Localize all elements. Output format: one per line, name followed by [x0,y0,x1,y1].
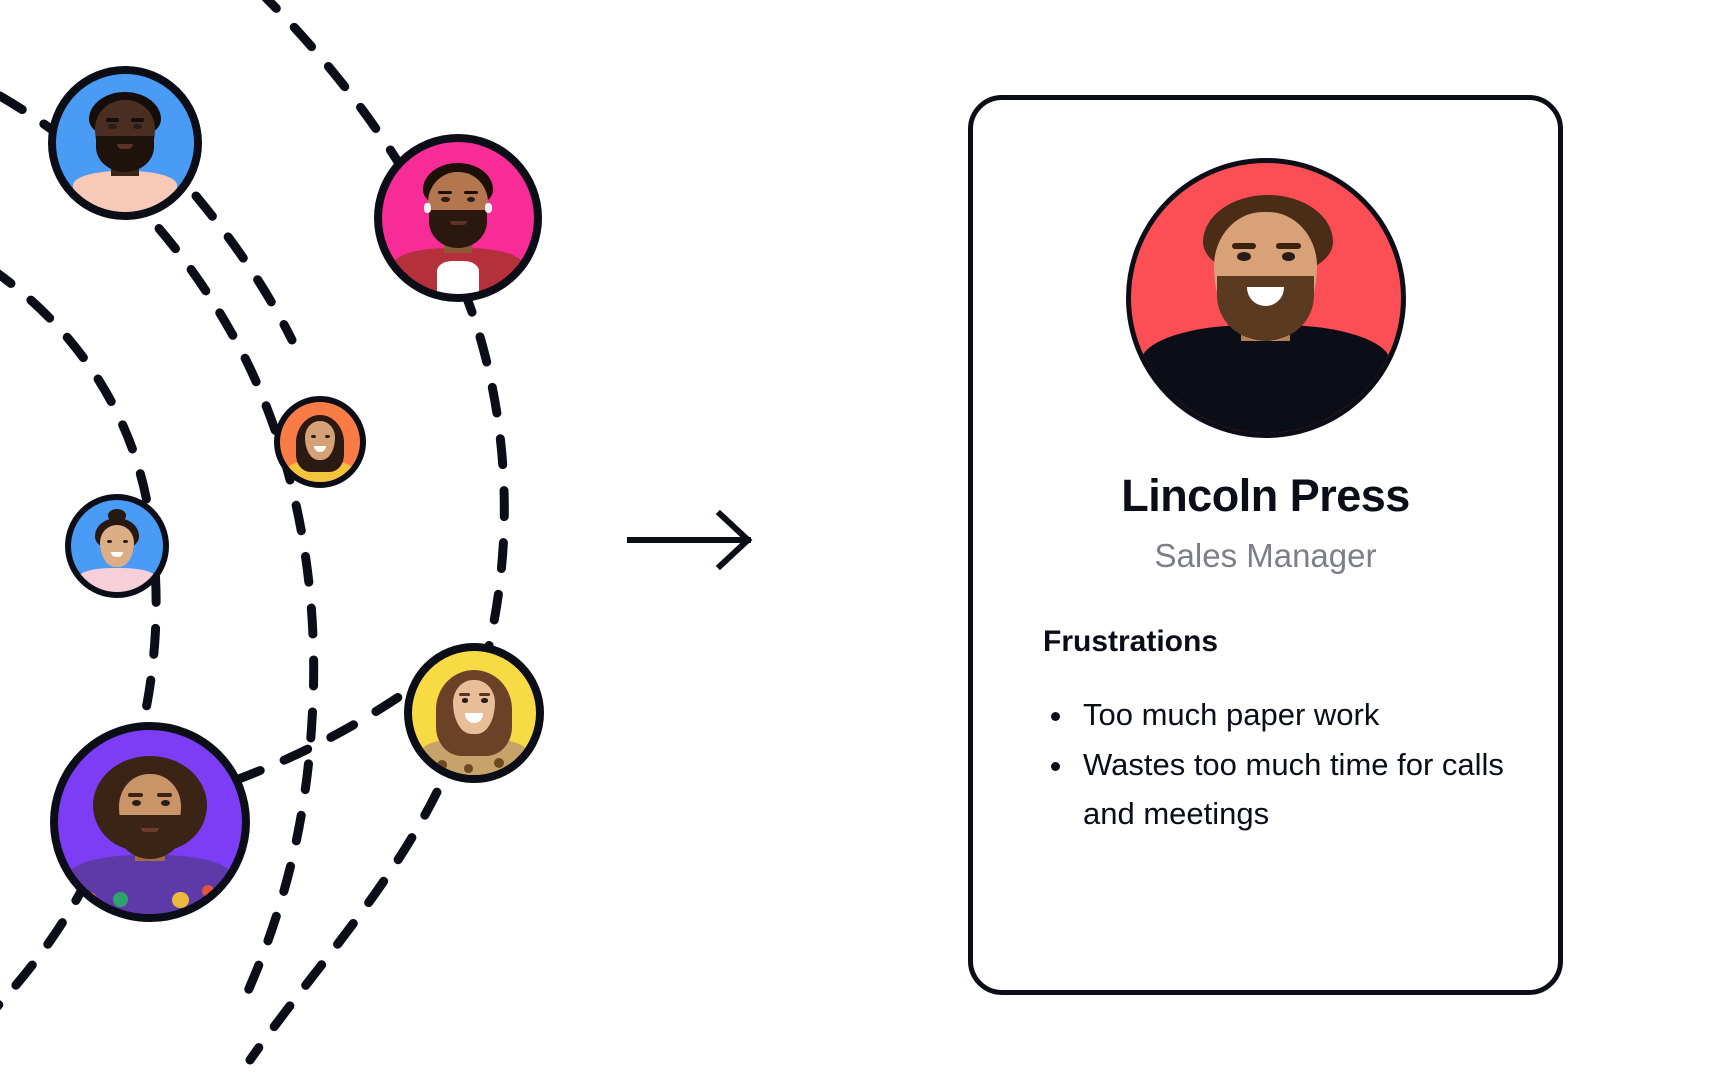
network-node-2[interactable] [374,134,542,302]
network-node-4[interactable] [65,494,169,598]
list-item: Too much paper work [1043,691,1508,739]
network-node-3[interactable] [274,396,366,488]
persona-role: Sales Manager [1154,537,1377,574]
network-node-6[interactable] [404,643,544,783]
network-node-1[interactable] [48,66,202,220]
frustrations-heading: Frustrations [1043,625,1219,658]
flow-arrow-icon [627,509,753,571]
persona-card[interactable]: Lincoln Press Sales Manager Frustrations… [968,95,1563,995]
user-network [0,0,700,1080]
list-item: Wastes too much time for calls and meeti… [1043,741,1508,838]
persona-avatar [1125,158,1406,438]
frustrations-section: Frustrations Too much paper work Wastes … [1043,625,1508,840]
network-node-5[interactable] [50,722,250,922]
persona-name: Lincoln Press [1121,470,1410,521]
frustrations-list: Too much paper work Wastes too much time… [1043,691,1508,838]
